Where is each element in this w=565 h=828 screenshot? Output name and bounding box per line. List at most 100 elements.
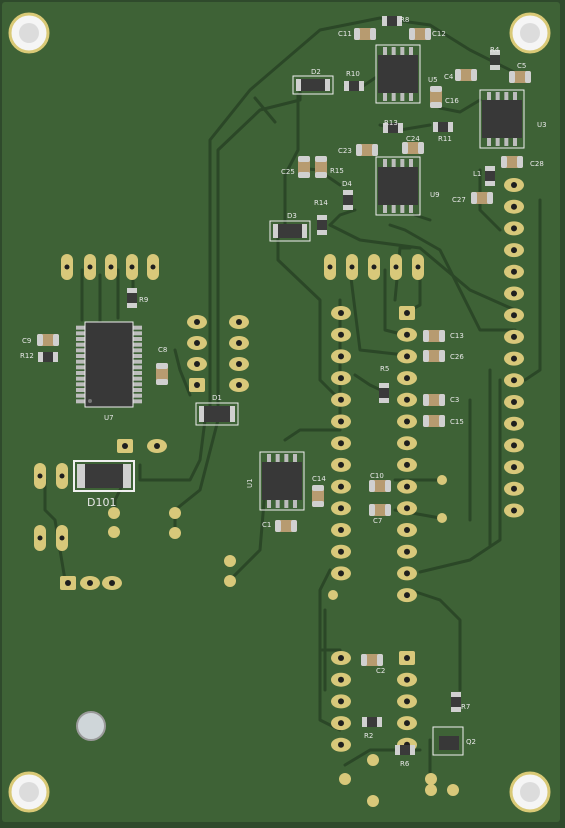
pad-drill [109,580,115,586]
pad-drill [87,580,93,586]
ic-pin [391,159,396,168]
label-r6: R6 [400,760,410,768]
label-c14: C14 [312,475,326,483]
res-body [485,166,495,186]
res-body [383,123,403,133]
pad-drill [59,473,65,479]
pad-drill [108,264,114,270]
via-pad [339,773,351,785]
ic-outline [479,89,525,149]
cap-terminal [156,363,168,369]
res-terminal [53,352,58,362]
cap-terminal [439,415,445,427]
res-terminal [448,122,453,132]
res-r6 [395,745,415,755]
res-terminal [127,303,137,308]
diode-outline [269,220,311,242]
cap-terminal [525,71,531,83]
hole-center [19,782,39,802]
cap-c4 [455,69,477,81]
cap-terminal [471,192,477,204]
pad-drill [338,483,344,490]
res-terminal [317,230,327,235]
ic-pin [383,204,387,213]
pad-drill [338,375,344,382]
header-pads-mid [397,306,417,752]
res-terminal [38,352,43,362]
cap-terminal [356,144,362,156]
misc-pads [34,254,459,807]
cap-terminal [291,520,297,532]
res-terminal [485,181,495,186]
label-r11: R11 [438,135,452,143]
pad-drill [511,247,517,254]
cap-c2 [361,654,383,666]
ic-pin [293,499,297,508]
ic-pin [132,331,142,336]
pad-drill [404,483,410,490]
ic-pin [504,137,509,146]
ic-pin [76,348,86,353]
cap-terminal [37,334,43,346]
pad-drill [511,377,517,384]
cap-terminal [53,334,59,346]
ic-pin [267,499,271,508]
ic-u8 [375,44,421,104]
pad-drill [338,527,344,533]
pad-drill [511,182,517,188]
pad-drill [65,580,71,586]
ic-u1 [259,451,305,511]
cap-c13 [423,330,445,342]
ic-pin [409,92,413,101]
cap-terminal [361,654,367,666]
via-pad [108,507,120,519]
ic-pin [284,499,289,508]
ic-pin [76,388,86,392]
cap-terminal [455,69,461,81]
cap-terminal [156,379,168,385]
pad-drill [150,264,156,270]
res-terminal [398,123,403,133]
ic-pin [132,399,142,404]
pad-drill [338,570,344,577]
ic-u3 [479,89,525,149]
ic-pin [76,382,86,387]
header-pads-left [331,306,351,752]
res-terminal [451,707,461,712]
res-r8 [382,16,402,26]
pad-drill [236,361,242,367]
label-d2: D2 [311,68,321,76]
pad-drill [404,331,410,338]
ic-pin [400,159,405,168]
pad-drill [338,505,344,512]
pad-drill [511,268,517,275]
label-c26: C26 [450,353,464,361]
label-r4: R4 [490,46,500,54]
cap-terminal [517,156,523,168]
ic-outline [375,156,421,216]
cap-c5 [509,71,531,83]
ic-pin [391,204,396,213]
cap-c16 [430,86,442,108]
ic-pin [400,92,405,101]
label-c4: C4 [444,73,454,81]
pad-drill [338,418,344,425]
diode-terminal [302,224,307,238]
pad-drill [338,655,344,661]
ic-pin [76,337,86,341]
ic-u9 [375,156,421,216]
label-r9: R9 [139,296,148,304]
header-pads-right [504,178,524,518]
label-l1: L1 [473,170,481,178]
cap-c26 [423,350,445,362]
label-u5: U5 [428,76,438,84]
ic-body [482,100,522,138]
board-substrate [2,2,560,822]
res-terminal [490,65,500,70]
cap-terminal [487,192,493,204]
label-c3: C3 [450,396,459,404]
cap-terminal [370,28,376,40]
pad-drill [404,720,410,727]
res-terminal [490,50,500,55]
ic-pin [409,47,413,56]
